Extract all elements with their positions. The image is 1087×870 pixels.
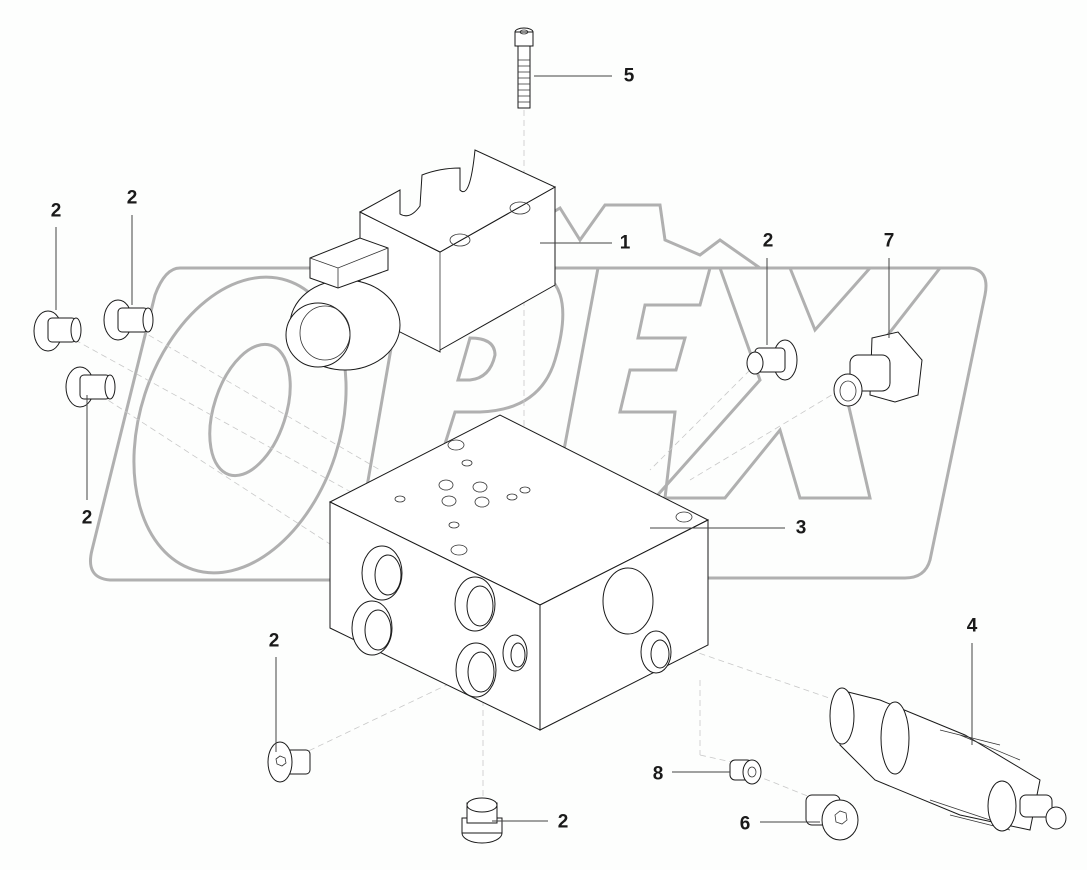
part-4-relief-valve bbox=[829, 687, 1067, 832]
callout-2-right: 2 bbox=[762, 230, 774, 252]
part-8-set-screw bbox=[729, 759, 762, 785]
part-2-hex-plug bbox=[267, 741, 311, 783]
part-2-plug-bottom bbox=[461, 797, 503, 844]
callout-2-hex-plug: 2 bbox=[268, 630, 280, 652]
part-7-fitting bbox=[833, 331, 923, 407]
callout-4: 4 bbox=[966, 615, 978, 637]
callout-2-left-a: 2 bbox=[50, 200, 62, 222]
callout-1: 1 bbox=[619, 232, 631, 254]
callout-2-left-b: 2 bbox=[126, 187, 138, 209]
part-2-plug-right bbox=[746, 339, 798, 381]
part-2-plug-left-c bbox=[65, 366, 116, 408]
callout-5: 5 bbox=[623, 65, 635, 87]
callout-7: 7 bbox=[883, 230, 895, 252]
part-5-cap-screw bbox=[514, 27, 534, 109]
callout-6: 6 bbox=[739, 813, 751, 835]
part-2-plug-left-a bbox=[33, 310, 82, 352]
part-3-manifold-block bbox=[328, 414, 710, 731]
part-1-solenoid-valve bbox=[285, 149, 557, 371]
callout-2-left-c: 2 bbox=[81, 507, 93, 529]
leader-lines bbox=[55, 75, 973, 823]
callout-3: 3 bbox=[795, 517, 807, 539]
part-6-hex-plug bbox=[805, 794, 859, 841]
callout-2-bottom: 2 bbox=[557, 811, 569, 833]
part-2-plug-left-b bbox=[103, 299, 154, 341]
callout-8: 8 bbox=[652, 763, 664, 785]
